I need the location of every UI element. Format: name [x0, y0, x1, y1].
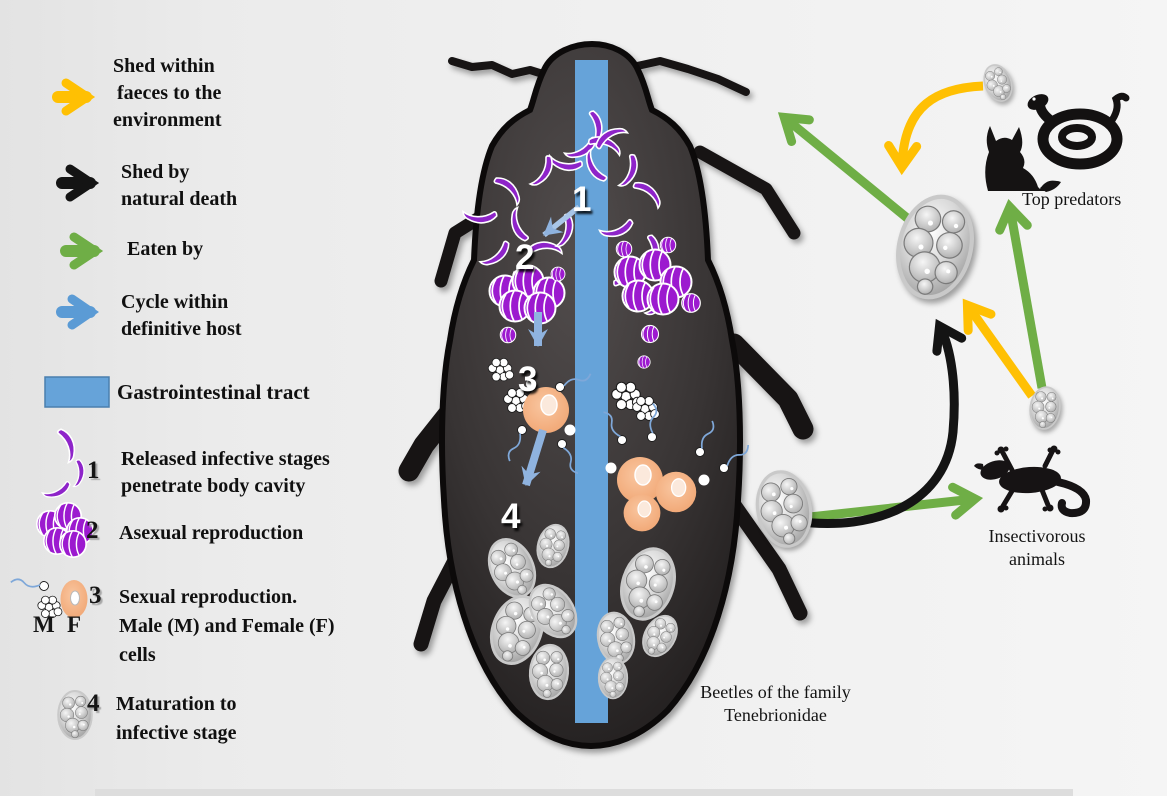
arrow-insectivore-faeces-shedding — [962, 298, 1036, 399]
legend-stage4-label: Maturation to infective stage — [116, 693, 237, 744]
oocyst-top-predator-faeces — [978, 60, 1018, 106]
male-female-cells-icon — [9, 572, 88, 618]
legend-stage2-number: 2 — [86, 517, 99, 544]
male-cell-label: M — [33, 612, 55, 637]
arrow-stage1-to-2 — [542, 204, 581, 238]
arrow-insectivore-eaten-by-top-predators — [995, 199, 1047, 389]
stage3-sexual-cells-left — [487, 357, 594, 478]
insectivorous-animals-label: Insectivorous animals — [988, 526, 1086, 569]
arrow-oocyst-eaten-by-beetle — [777, 112, 915, 226]
beetle-leg-mid-right — [723, 333, 814, 440]
legend-shed-faeces-label: Shed within faeces to the environment — [113, 55, 222, 131]
beetle-antenna-left — [448, 57, 566, 84]
legend-stage2-label: Asexual reproduction — [119, 522, 304, 544]
legend-stage3-label: Sexual reproduction. Male (M) and Female… — [119, 586, 335, 666]
beetle-stage4-number: 4 — [501, 497, 521, 536]
legend-stage1-label: Released infective stages penetrate body… — [121, 448, 330, 497]
beetle-family-caption: Beetles of the family Tenebrionidae — [700, 682, 851, 725]
beetle-stage3-number: 3 — [518, 360, 538, 399]
oocyst-environment-large — [888, 189, 982, 305]
beetle-stage1-number: 1 — [572, 180, 592, 219]
gi-tract-swatch — [44, 376, 110, 408]
arrow-shed-by-natural-death — [792, 318, 967, 528]
bottom-strip — [95, 789, 1073, 796]
infective-stages-icon — [40, 426, 88, 501]
arrow-top-predator-faeces-shedding — [884, 81, 984, 176]
beetle-stage2-number: 2 — [515, 238, 535, 277]
stage3-sexual-cells-right — [602, 381, 755, 533]
legend-shed-death-label: Shed by natural death — [121, 161, 238, 210]
cat-icon — [985, 126, 1061, 192]
beetle-antenna-right — [624, 57, 750, 96]
legend-gi-tract-label: Gastrointestinal tract — [117, 380, 310, 404]
legend-cycle-host-label: Cycle within definitive host — [121, 291, 242, 340]
cycle-arrows-within-host — [521, 204, 581, 487]
beetle-leg-hind-right — [714, 480, 808, 621]
legend-stage4-number: 4 — [87, 690, 100, 717]
legend-stage3-number: 3 — [89, 582, 102, 609]
top-predators-label: Top predators — [1022, 189, 1122, 209]
legend-eaten-by-label: Eaten by — [127, 238, 204, 260]
female-cell-label: F — [67, 612, 82, 637]
legend-stage1-number: 1 — [87, 457, 100, 484]
arrow-stage3-to-4 — [521, 428, 547, 487]
asexual-cells-icon — [35, 501, 95, 559]
beetle-leg-front-right — [693, 145, 801, 240]
snake-icon — [1027, 92, 1130, 170]
gecko-icon — [974, 445, 1091, 518]
